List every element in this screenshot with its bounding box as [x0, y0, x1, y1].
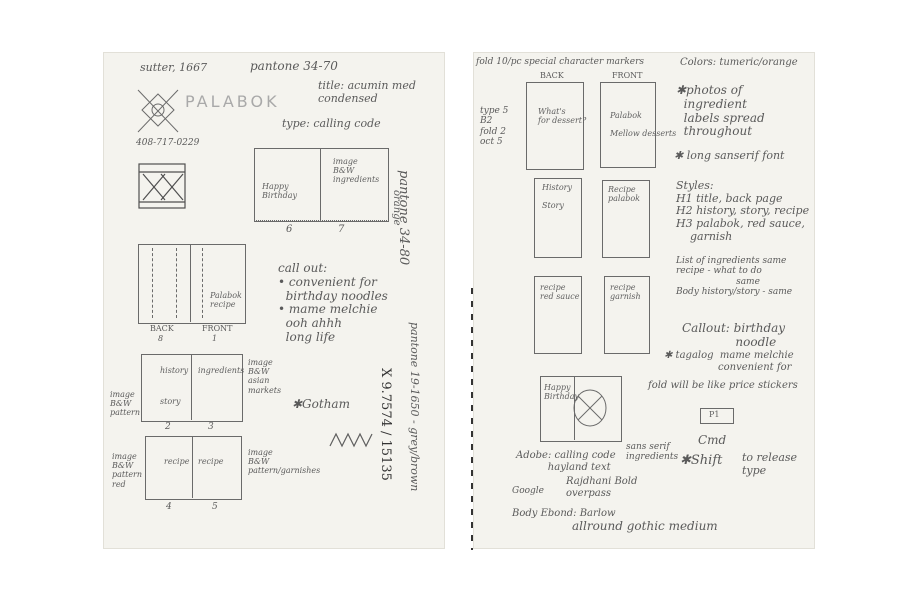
- body-font-note: Body Ebond: Barlow: [512, 508, 616, 519]
- cmd-note: Cmd: [698, 433, 727, 447]
- happy-birthday-text: Happy Birthday: [262, 182, 298, 200]
- back-panel-stripe-2: [176, 248, 177, 318]
- recipe-red-sauce-box: [534, 276, 582, 354]
- google-note: Google: [512, 486, 544, 496]
- ingredients-text: ingredients: [198, 366, 245, 375]
- recipe-fold-line: [192, 436, 193, 498]
- sans-serif-ingredients-note: sans serif ingredients: [626, 442, 679, 463]
- page-num-6: 6: [286, 224, 293, 235]
- whats-dessert-text: What's for dessert?: [538, 107, 587, 125]
- styles-note: Styles: H1 title, back page H2 history, …: [676, 179, 810, 243]
- back-cover-box: [526, 82, 584, 170]
- callout-right-note: Callout: birthday noodle: [682, 321, 786, 349]
- tagalog-note: ✱ tagalog mame melchie convenient for: [664, 350, 794, 373]
- birthday-spread-box: [254, 148, 389, 222]
- image-garnishes-note: image B&W pattern/garnishes: [248, 448, 321, 476]
- page-num-2: 2: [165, 422, 171, 432]
- history-story-text: History Story: [542, 183, 573, 210]
- recipe-garnish-text: recipe garnish: [610, 283, 641, 301]
- release-type-note: to release type: [742, 451, 798, 477]
- palabok-logo-icon: [137, 89, 179, 133]
- image-pattern-note: image B&W pattern: [110, 390, 141, 418]
- spread-base-line: [254, 220, 387, 221]
- history-text: history: [160, 366, 189, 375]
- pantone-note: pantone 34-70: [250, 59, 338, 73]
- page-num-5: 5: [212, 502, 218, 512]
- price-sticker-text: P1: [709, 410, 720, 419]
- recipe-red-sauce-text: recipe red sauce: [540, 283, 580, 301]
- page-num-3: 3: [208, 422, 214, 432]
- allround-gothic-note: allround gothic medium: [572, 519, 718, 533]
- notebook-binding: [471, 288, 473, 550]
- happy-birthday-spread-box: [540, 376, 622, 442]
- back-label: BACK: [150, 324, 174, 333]
- right-sketch-page: [473, 52, 815, 549]
- tag-number-note: X 9.7574 / 15135: [378, 368, 393, 481]
- callout-list: call out: • convenient for birthday nood…: [278, 261, 388, 344]
- history-spread-box: [141, 354, 243, 422]
- front-label: FRONT: [202, 324, 233, 333]
- back-panel-stripe: [152, 248, 153, 318]
- back-front-fold-line: [190, 244, 191, 322]
- sketch-pattern-icon: [138, 163, 186, 209]
- price-sticker-box: [700, 408, 734, 424]
- history-story-box: [534, 178, 582, 258]
- adobe-font-note: Adobe: calling code hayland text: [516, 450, 616, 473]
- left-sketch-page: [103, 52, 445, 549]
- page-num-1: 1: [212, 334, 218, 343]
- orange-note: orange: [391, 190, 402, 226]
- logo-word: PALABOK: [185, 92, 280, 111]
- recipe-text-b: recipe: [198, 457, 224, 466]
- phone-number: 408-717-0229: [136, 138, 200, 148]
- shift-note: ✱Shift: [680, 453, 723, 468]
- recipe-palabok-text: Recipe palabok: [608, 185, 641, 203]
- front-cover-box: [600, 82, 656, 168]
- page-num-4: 4: [166, 502, 172, 512]
- sans-font-note: ✱ long sanserif font: [674, 149, 785, 162]
- history-fold-line: [191, 354, 192, 420]
- gotham-note: ✱Gotham: [292, 397, 350, 411]
- recipe-text-a: recipe: [164, 457, 190, 466]
- spread-fold-line: [320, 148, 321, 220]
- zigzag-sketch-icon: [329, 432, 373, 448]
- recipe-garnish-box: [604, 276, 650, 354]
- image-ingredients-text: image B&W ingredients: [333, 157, 380, 184]
- print-spec-note: type 5 B2 fold 2 oct 5: [480, 106, 509, 148]
- page-num-7: 7: [338, 224, 345, 235]
- page-num-8: 8: [158, 334, 164, 343]
- fold-price-sticker-note: fold will be like price stickers: [648, 380, 798, 391]
- type-note: type: calling code: [282, 117, 381, 130]
- colors-note: Colors: tumeric/orange: [680, 57, 798, 68]
- story-text: story: [160, 397, 181, 406]
- image-pattern-red-note: image B&W pattern red: [112, 452, 143, 489]
- palabok-cover-text: Palabok Mellow desserts: [610, 111, 677, 138]
- front-box-text: Palabok recipe: [210, 291, 242, 309]
- front-panel-stripe: [202, 248, 203, 318]
- happy-birthday-right-text: Happy Birthday: [544, 383, 580, 401]
- fold-note: fold 10/pc special character markers: [476, 57, 645, 67]
- recipe-palabok-box: [602, 180, 650, 258]
- sutter-note: sutter, 1667: [140, 61, 208, 74]
- front-label-right: FRONT: [612, 71, 643, 80]
- list-note: List of ingredients same recipe - what t…: [676, 256, 793, 298]
- recipe-spread-box: [145, 436, 242, 500]
- noodle-sketch-icon: [573, 389, 607, 427]
- pantone-grey-note: pantone 19-1650 - grey/brown: [408, 322, 421, 492]
- image-asian-markets-note: image B&W asian markets: [248, 358, 282, 395]
- title-font-note: title: acumin med condensed: [318, 79, 416, 105]
- photos-note: ✱photos of ingredient labels spread thro…: [676, 83, 765, 139]
- back-label-right: BACK: [540, 71, 564, 80]
- back-front-spread-box: [138, 244, 246, 324]
- rajdhani-note: Rajdhani Bold overpass: [566, 476, 638, 499]
